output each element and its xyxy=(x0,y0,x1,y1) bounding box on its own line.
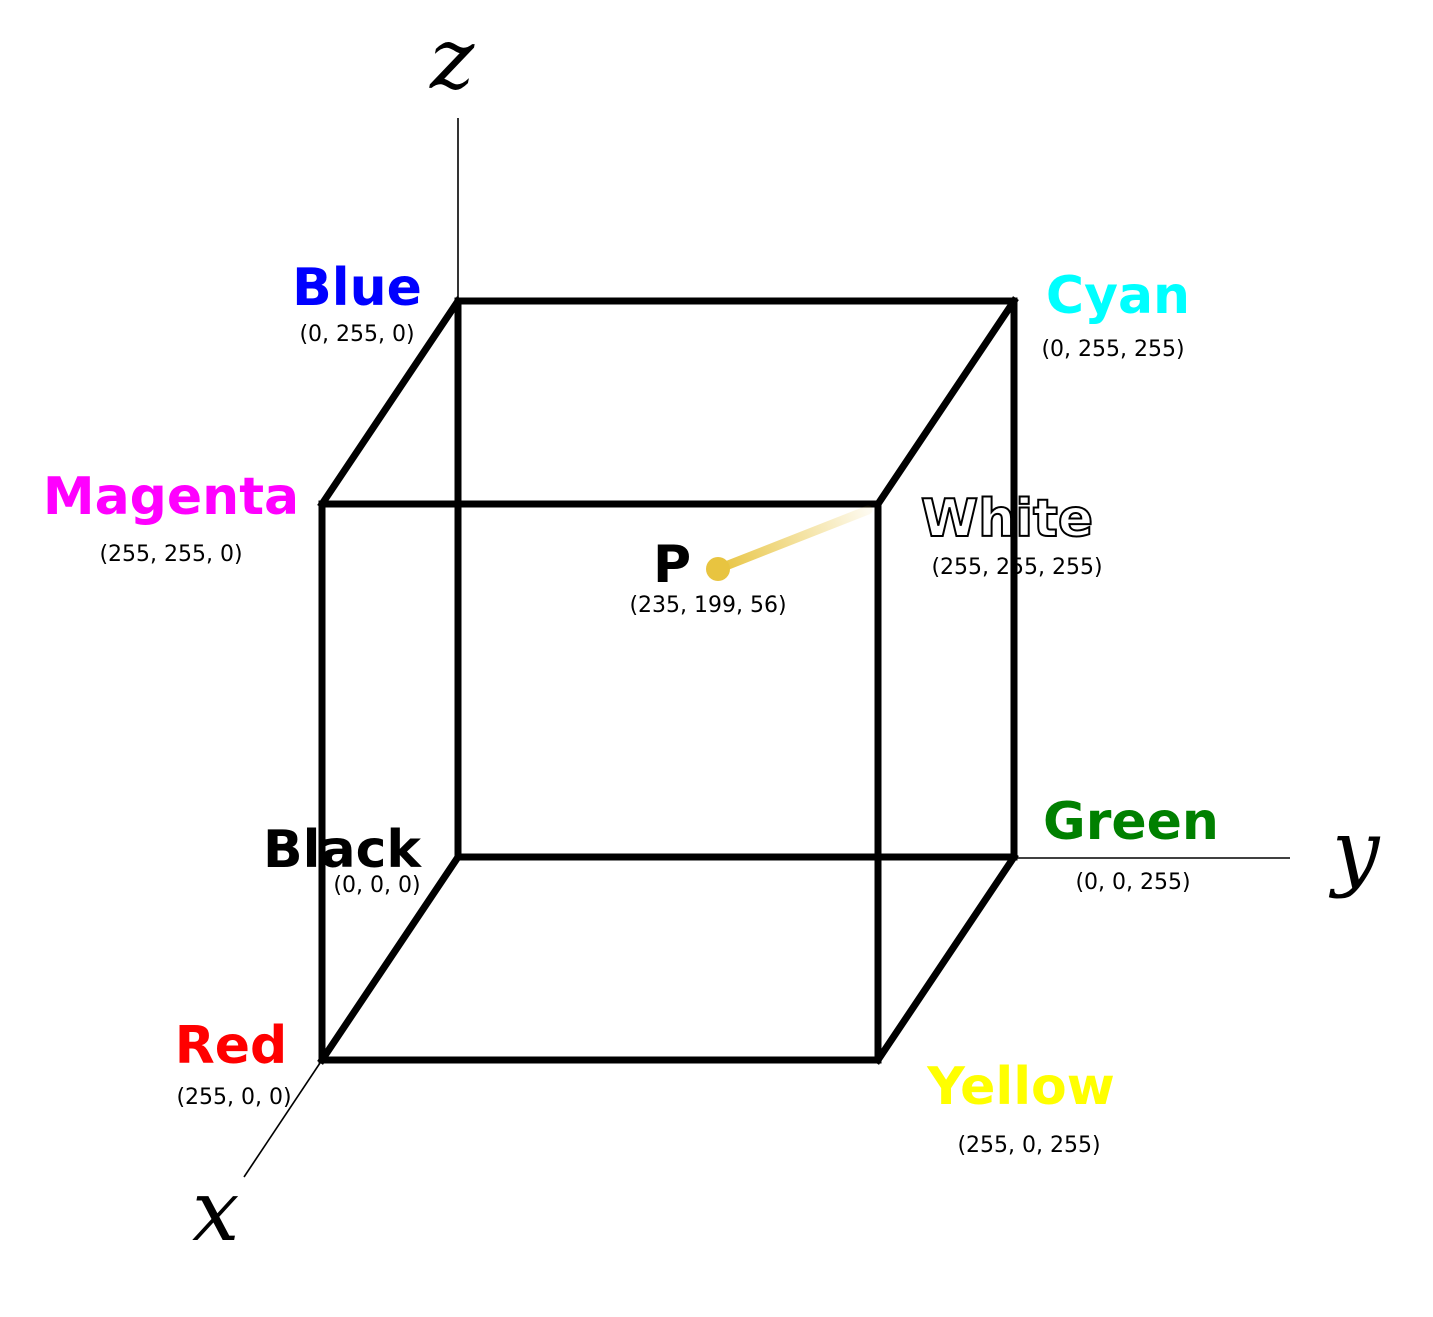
point-p-vector xyxy=(713,505,873,574)
vertex-name-black: Black xyxy=(263,820,422,880)
vertex-name-green: Green xyxy=(1043,792,1219,852)
vertex-name-magenta: Magenta xyxy=(43,467,299,527)
point-p-marker xyxy=(706,557,730,581)
cube-edge-black-red xyxy=(317,852,463,1065)
vertex-name-yellow: Yellow xyxy=(926,1057,1115,1117)
x-axis-label: x xyxy=(192,1162,239,1260)
point-p-coords: (235, 199, 56) xyxy=(629,593,786,618)
vertex-coords-red: (255, 0, 0) xyxy=(176,1085,291,1110)
cube-edge-blue-magenta xyxy=(317,296,463,509)
cube-edge-green-yellow xyxy=(873,852,1019,1065)
cube-edge-cyan-white xyxy=(873,296,1019,509)
vertex-coords-black: (0, 0, 0) xyxy=(333,873,420,898)
vertex-name-cyan: Cyan xyxy=(1046,266,1190,326)
vertex-coords-cyan: (0, 255, 255) xyxy=(1041,337,1184,362)
z-axis-label: z xyxy=(429,10,475,108)
vertex-coords-yellow: (255, 0, 255) xyxy=(957,1133,1100,1158)
vertex-name-white: White xyxy=(921,489,1093,549)
point-p-name: P xyxy=(653,535,691,595)
vertex-name-red: Red xyxy=(175,1016,288,1076)
vertex-coords-blue: (0, 255, 0) xyxy=(299,322,414,347)
x-axis-line xyxy=(243,1059,323,1178)
vertex-coords-white: (255, 255, 255) xyxy=(931,555,1102,580)
vertex-name-blue: Blue xyxy=(292,258,422,318)
vertex-coords-magenta: (255, 255, 0) xyxy=(99,542,242,567)
vertex-coords-green: (0, 0, 255) xyxy=(1075,870,1190,895)
y-axis-label: y xyxy=(1328,802,1381,900)
